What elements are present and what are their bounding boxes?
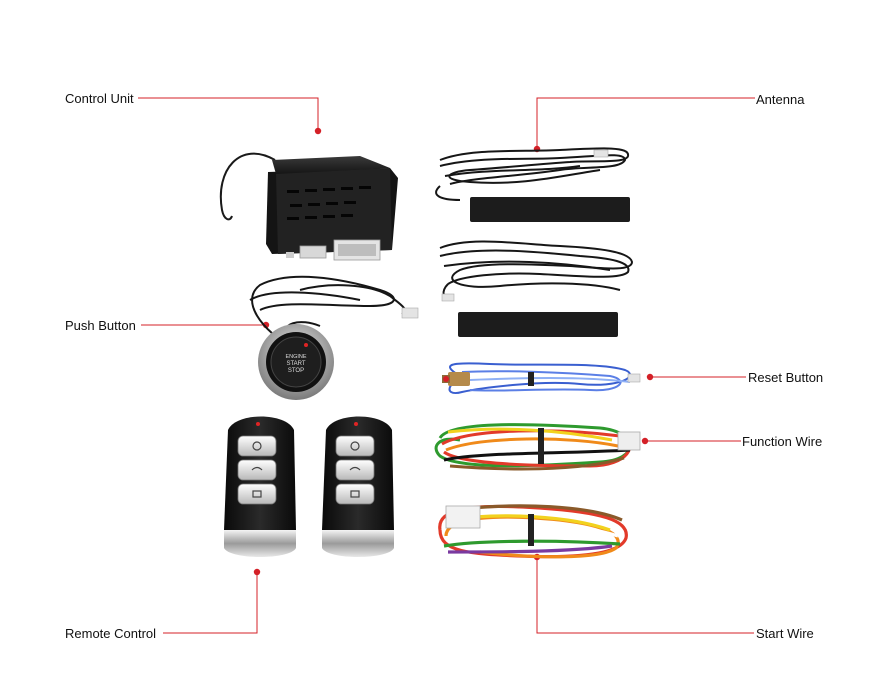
- dot-function-wire: [641, 437, 649, 445]
- antenna-bar-bottom: [458, 312, 618, 337]
- label-function-wire: Function Wire: [742, 434, 823, 449]
- button-text-stop: STOP: [288, 368, 304, 374]
- reset-switch: [442, 372, 470, 386]
- remote-control-right: [322, 416, 394, 557]
- control-unit-image: [219, 152, 398, 261]
- reset-button-image: [448, 362, 631, 395]
- antenna-image-top: [435, 147, 629, 201]
- lock-icon: [252, 441, 262, 451]
- antenna-image-bottom: [439, 240, 634, 301]
- antenna-bar-top: [470, 197, 630, 222]
- leader-lines: [138, 97, 755, 634]
- label-remote-control: Remote Control: [65, 626, 157, 641]
- start-wire-connector: [445, 505, 481, 529]
- dot-reset-button: [646, 373, 654, 381]
- leader-control-unit: [138, 97, 319, 131]
- push-button-image: ENGINE START STOP: [258, 324, 334, 400]
- leader-start-wire: [536, 557, 754, 634]
- trunk-icon: [251, 466, 263, 471]
- unlock-icon: [252, 490, 262, 498]
- label-control-unit: Control Unit: [65, 91, 134, 106]
- label-antenna: Antenna: [756, 92, 805, 107]
- label-push-button: Push Button: [65, 318, 136, 333]
- button-text-start: START: [286, 361, 305, 367]
- label-reset-button: Reset Button: [748, 370, 824, 385]
- dot-remote-control: [253, 568, 261, 576]
- leader-antenna: [536, 97, 755, 149]
- remote-control-left: [224, 416, 296, 557]
- button-text-engine: ENGINE: [285, 354, 306, 360]
- function-wire-image: [434, 423, 632, 471]
- leader-remote-control: [163, 572, 258, 634]
- label-start-wire: Start Wire: [756, 626, 814, 641]
- dot-control-unit: [314, 127, 322, 135]
